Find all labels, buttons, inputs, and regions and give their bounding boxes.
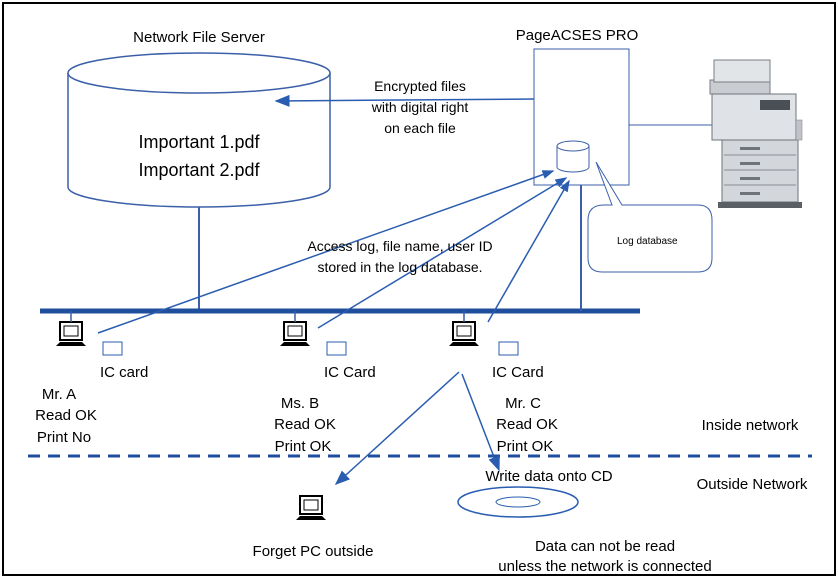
pageacses-title: PageACSES PRO [516,27,639,44]
outside-network-label: Outside Network [697,476,808,493]
log-database-callout [587,161,713,273]
cd-note-line-2: unless the network is connected [498,558,711,575]
forget-pc-label: Forget PC outside [253,543,374,560]
client-a-name: Mr. A [42,386,76,403]
pc-icon-c [449,321,479,346]
client-c-print: Print OK [497,438,554,455]
pc-icon-b [280,321,310,346]
ic-card-label-a: IC card [100,364,148,381]
file-server-cylinder [67,52,331,208]
ic-card-label-c: IC Card [492,364,544,381]
client-b-read: Read OK [274,416,336,433]
server-file-1: Important 1.pdf [138,132,260,152]
encrypted-note-line-2: with digital right [371,99,469,115]
log-arrow-c [487,179,570,323]
client-a-print: Print No [37,429,91,446]
client-a-read: Read OK [35,407,97,424]
client-c-read: Read OK [496,416,558,433]
outside-pc-icon [296,495,326,520]
copier-icon [709,59,803,208]
server-title: Network File Server [133,29,265,46]
access-log-note-2: stored in the log database. [317,259,482,275]
write-cd-label: Write data onto CD [485,468,612,485]
encrypted-note-line-3: on each file [384,120,456,136]
ic-card-label-b: IC Card [324,364,376,381]
access-log-note-1: Access log, file name, user ID [307,238,492,254]
client-c-name: Mr. C [505,395,541,412]
client-b-print: Print OK [275,438,332,455]
inside-network-label: Inside network [702,417,799,434]
client-b-name: Ms. B [281,395,319,412]
ic-card-icon-b [326,341,347,356]
log-arrow-a [97,170,555,334]
ic-card-icon-c [498,341,519,356]
log-callout-label: Log database [617,236,678,247]
write-cd-arrow [461,373,500,472]
log-db-icon [556,140,590,173]
ic-card-icon-a [102,341,123,356]
encrypted-files-arrow [274,94,535,107]
cd-note-line-1: Data can not be read [535,538,675,555]
cd-icon [457,486,579,518]
server-file-2: Important 2.pdf [138,160,260,180]
log-arrow-b [317,177,568,329]
forget-pc-arrow [334,371,460,486]
encrypted-note-line-1: Encrypted files [374,78,466,94]
pc-icon-a [56,321,86,346]
